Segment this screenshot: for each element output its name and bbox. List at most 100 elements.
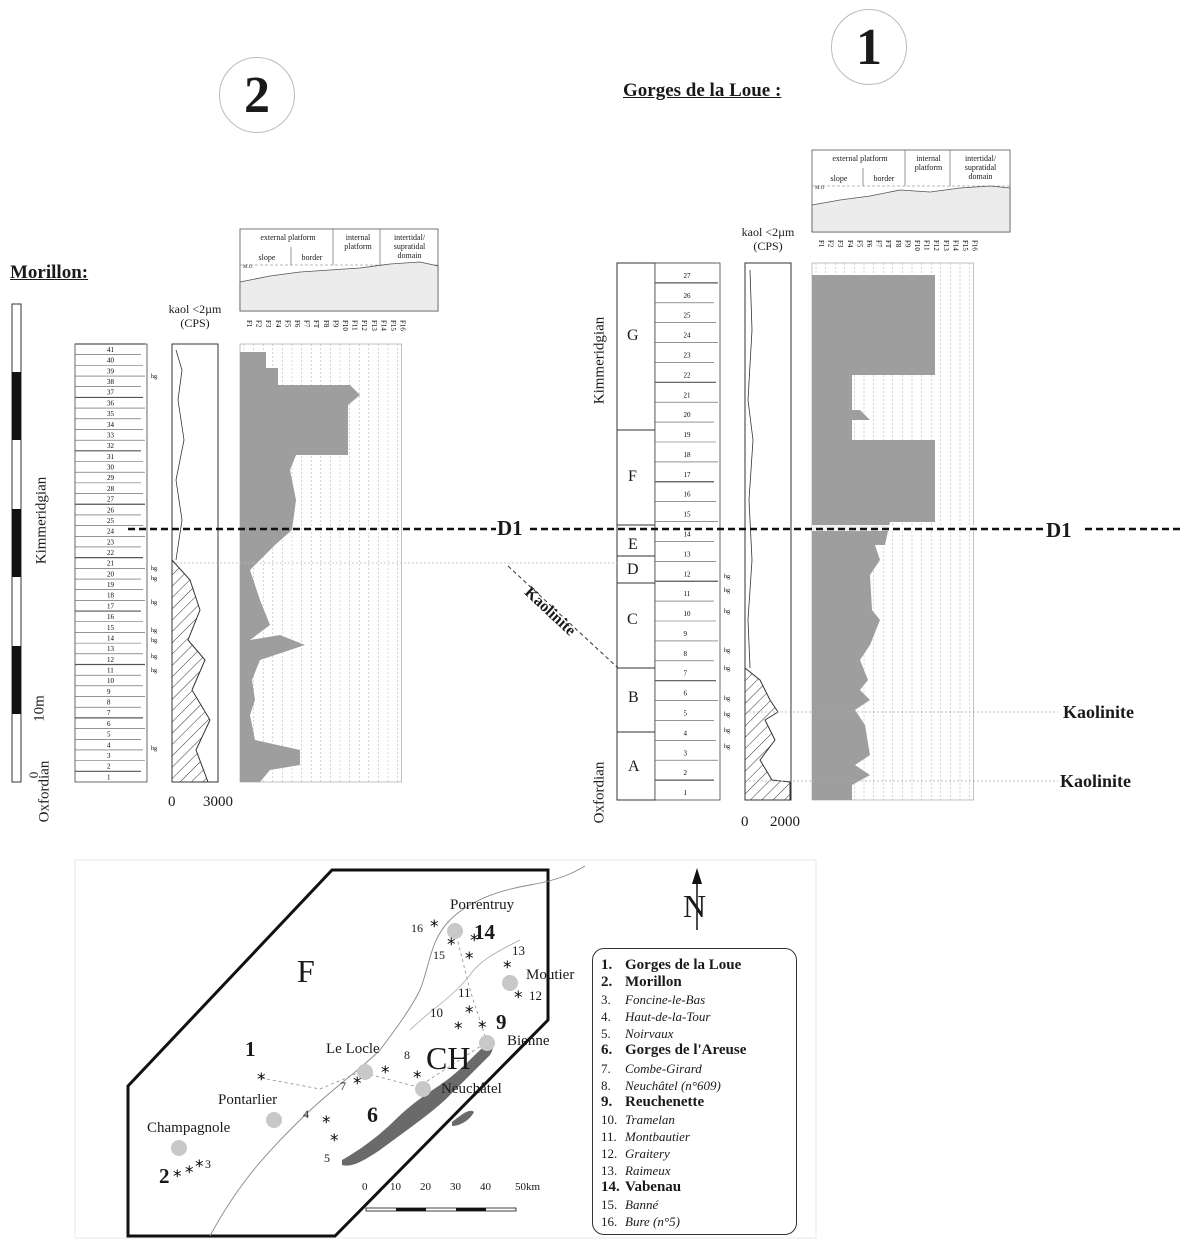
legend-item-number: 16. xyxy=(601,1214,618,1230)
legend-item-number: 3. xyxy=(601,992,611,1008)
facies-column-label: F4 xyxy=(274,320,282,328)
site-12: 12 xyxy=(529,988,542,1003)
bed-number: 26 xyxy=(684,292,692,300)
facies-column-label: F3 xyxy=(264,320,272,328)
hg-mark: hg xyxy=(151,668,157,674)
legend-item-name: Foncine-le-Bas xyxy=(625,992,706,1008)
bed-number: 2 xyxy=(107,763,111,771)
site-star-marker: * xyxy=(381,1063,390,1083)
map-scale-30: 30 xyxy=(450,1181,461,1193)
facies-column-label: F1 xyxy=(245,320,253,328)
facies-column-label: F11 xyxy=(923,240,931,251)
bed-number: 3 xyxy=(107,752,111,760)
bed-number: 12 xyxy=(684,570,692,578)
stage-kimmeridgian-left: Kimmeridgian xyxy=(33,476,50,565)
bed-number: 7 xyxy=(107,709,111,717)
bed-number: 24 xyxy=(107,528,115,536)
site-star-marker: * xyxy=(430,917,439,937)
kaol-label-left: kaol <2µm (CPS) xyxy=(160,302,230,330)
lithology-column-left: 1234567891011121314151617181920212223242… xyxy=(74,343,157,783)
facies-fill-area xyxy=(812,275,935,800)
hg-mark: hg xyxy=(151,654,157,660)
facies-column-label: F5 xyxy=(855,240,863,248)
bed-number: 36 xyxy=(107,399,115,407)
facies-column-label: F11 xyxy=(351,320,359,331)
legend-item-name: Morillon xyxy=(625,974,682,991)
facies-column-label: F9 xyxy=(903,240,911,248)
site-star-marker: * xyxy=(465,1003,474,1023)
legend-item-number: 2. xyxy=(601,974,613,991)
legend-item-name: Noirvaux xyxy=(625,1026,674,1042)
bed-number: 37 xyxy=(107,389,115,397)
kaol-label-left-line1: kaol <2µm xyxy=(168,302,222,316)
hg-mark: hg xyxy=(724,666,730,672)
bed-number: 31 xyxy=(107,453,115,461)
legend-item-name: Neuchâtel (n°609) xyxy=(625,1077,721,1093)
facies-column-label: F4 xyxy=(846,240,854,248)
bed-number: 26 xyxy=(107,506,115,514)
bed-number: 4 xyxy=(684,729,688,737)
legend-item-number: 15. xyxy=(601,1197,618,1213)
kaol-right-max: 2000 xyxy=(770,814,800,830)
facies-column-label: F9 xyxy=(331,320,339,328)
bed-number: 15 xyxy=(107,624,115,632)
kaolinite-curve-left xyxy=(171,343,219,783)
bed-number: 17 xyxy=(684,471,692,479)
environment-box-left xyxy=(239,228,439,312)
hg-mark: hg xyxy=(724,609,730,615)
env-external-right: external platform xyxy=(832,154,888,163)
site-1: 1 xyxy=(245,1037,256,1061)
site-star-marker: * xyxy=(454,1019,463,1039)
scale-zero: 0 xyxy=(26,771,41,779)
legend-item-number: 9. xyxy=(601,1093,613,1110)
kaol-left-max: 3000 xyxy=(203,794,233,810)
env-border-right: border xyxy=(873,174,895,183)
kaol-label-right-line2: (CPS) xyxy=(753,239,783,253)
env-intertidal-right: intertidal/ supratidal domain xyxy=(964,154,997,181)
facies-column-label: F16 xyxy=(399,320,407,331)
bed-number: 20 xyxy=(684,411,692,419)
kaol-right-min: 0 xyxy=(741,814,749,830)
sequence-a: A xyxy=(628,758,640,775)
map-scale-50km: 50km xyxy=(515,1181,541,1193)
bed-number: 25 xyxy=(107,517,115,525)
sequence-b: B xyxy=(628,689,639,706)
site-8: 8 xyxy=(404,1048,410,1062)
facies-column-label: F12 xyxy=(932,240,940,251)
hg-mark: hg xyxy=(151,638,157,644)
kaol-label-left-line2: (CPS) xyxy=(180,316,210,330)
bed-number: 24 xyxy=(684,332,692,340)
legend-item: 2. Morillon xyxy=(601,974,796,991)
section-number-2: 2 xyxy=(219,57,295,133)
env-external-left: external platform xyxy=(260,233,316,242)
facies-column-label: F6 xyxy=(865,240,873,248)
hg-mark: hg xyxy=(151,576,157,582)
legend-item: 6.Gorges de l'Areuse xyxy=(601,1042,796,1059)
map-site-markers: ****************** xyxy=(173,917,523,1187)
hg-mark: hg xyxy=(151,566,157,572)
legend-item-number: 6. xyxy=(601,1042,613,1059)
facies-column-label: FT xyxy=(312,320,320,329)
town-le-locle: Le Locle xyxy=(326,1041,380,1057)
legend-item: 11.Montbautier xyxy=(601,1128,796,1145)
facies-column-label: F5 xyxy=(283,320,291,328)
town-porrentruy: Porrentruy xyxy=(450,897,515,913)
bed-number: 8 xyxy=(107,699,111,707)
bed-number: 28 xyxy=(107,485,115,493)
bed-number: 9 xyxy=(684,630,688,638)
map-scale-0: 0 xyxy=(362,1181,368,1193)
site-11: 11 xyxy=(458,985,471,1000)
bed-number: 27 xyxy=(684,272,692,280)
town-neuchatel: Neuchâtel xyxy=(441,1081,502,1097)
env-border-left: border xyxy=(301,253,323,262)
env-mo-right: M.O xyxy=(815,186,825,191)
facies-column-label: F2 xyxy=(255,320,263,328)
facies-column-label: F13 xyxy=(370,320,378,331)
legend-item: 4.Haut-de-la-Tour xyxy=(601,1008,796,1025)
legend-item: 12.Graitery xyxy=(601,1145,796,1162)
bed-number: 6 xyxy=(107,720,111,728)
legend-item: 10.Tramelan xyxy=(601,1111,796,1128)
hg-mark: hg xyxy=(724,728,730,734)
